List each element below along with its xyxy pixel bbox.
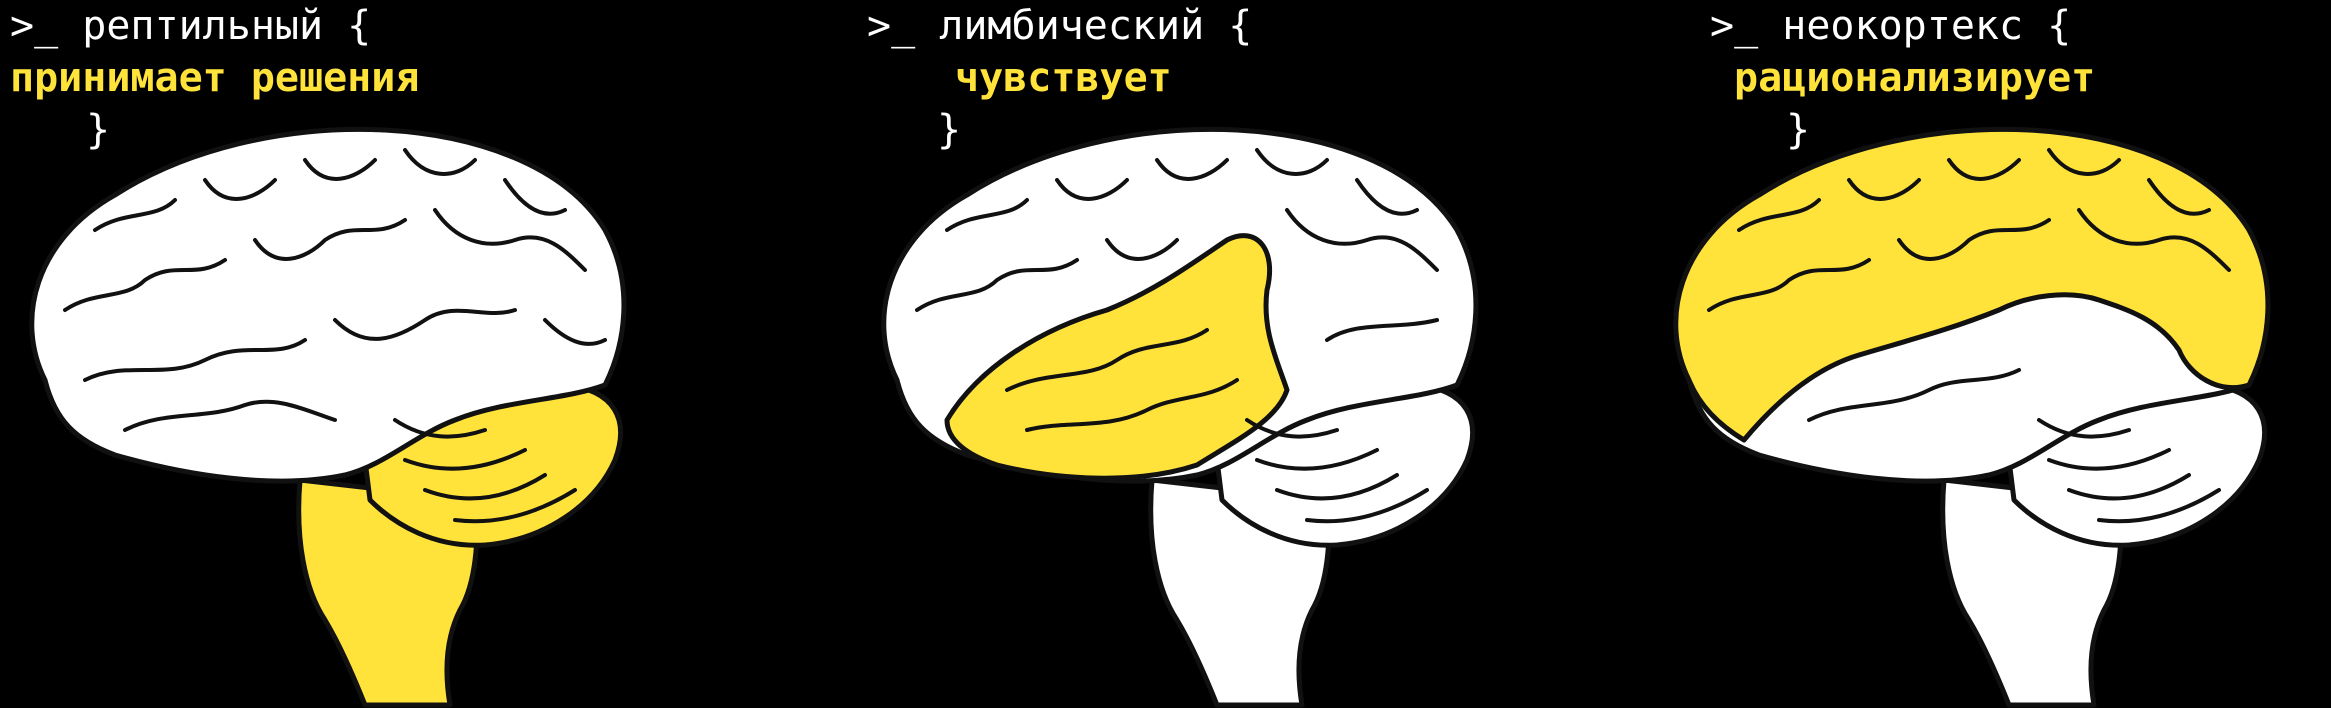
- panel-heading: >_ рептильный {: [10, 3, 372, 49]
- panel-limbic: >_ лимбический { чувствует }: [777, 0, 1554, 708]
- panel-action-label: чувствует: [955, 55, 1172, 101]
- brain-diagram-limbic: [881, 126, 1479, 708]
- cerebrum: [29, 126, 627, 484]
- brain-diagram-reptilian: [29, 126, 627, 708]
- panel-action-label: рационализирует: [1734, 55, 2096, 101]
- limbic-region: [944, 233, 1290, 481]
- panel-heading: >_ лимбический {: [867, 3, 1253, 49]
- panel-neocortex: >_ неокортекс { рационализирует }: [1554, 0, 2331, 708]
- panel-heading: >_ неокортекс {: [1710, 3, 2072, 49]
- brain-diagram-neocortex: [1673, 126, 2271, 708]
- closing-brace: }: [86, 107, 111, 153]
- panel-reptilian: >_ рептильный { принимает решения }: [0, 0, 777, 708]
- neocortex-region: [1673, 126, 2271, 443]
- panel-action-label: принимает решения: [10, 55, 420, 101]
- closing-brace: }: [1786, 107, 1811, 153]
- closing-brace: }: [937, 107, 962, 153]
